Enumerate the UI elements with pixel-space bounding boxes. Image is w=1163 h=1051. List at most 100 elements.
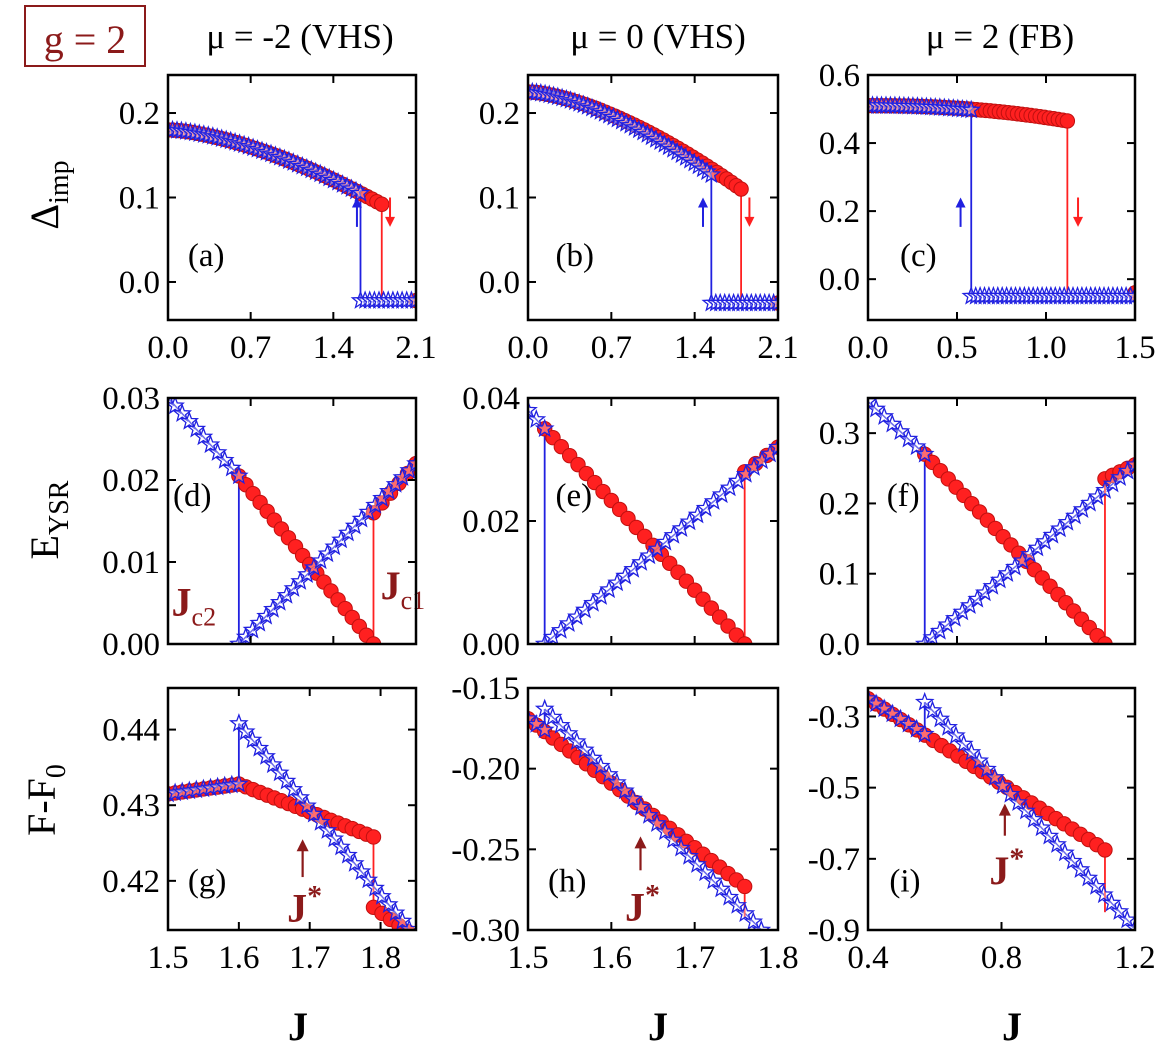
column-title-mu-neg2: μ = -2 (VHS) bbox=[206, 17, 393, 56]
arrow-down-head bbox=[744, 216, 755, 227]
xtick-label: 1.4 bbox=[313, 330, 354, 366]
star-marker bbox=[1080, 492, 1100, 512]
star-marker bbox=[695, 862, 715, 882]
star-marker bbox=[639, 545, 660, 565]
star-marker bbox=[868, 688, 878, 708]
ytick-label: 0.00 bbox=[462, 627, 520, 663]
ytick-label: 0.1 bbox=[819, 557, 860, 593]
star-marker bbox=[882, 413, 903, 433]
xtick-label: 0.0 bbox=[507, 330, 548, 366]
star-marker bbox=[890, 708, 911, 728]
ytick-label: -0.7 bbox=[808, 842, 860, 878]
star-marker bbox=[207, 776, 228, 796]
star-marker bbox=[599, 764, 619, 783]
plot-area-a bbox=[168, 119, 416, 309]
star-marker bbox=[229, 465, 249, 485]
star-marker bbox=[760, 443, 778, 463]
ylabel-f-f0: F-F0 bbox=[19, 764, 72, 836]
star-marker bbox=[542, 626, 563, 644]
star-marker bbox=[953, 733, 974, 753]
panel-f: 0.00.10.20.3(f) bbox=[819, 396, 1137, 663]
ylabel-eysr-main: E bbox=[22, 535, 67, 559]
plot-area-d bbox=[168, 398, 416, 644]
ytick-label: 0.2 bbox=[819, 194, 860, 230]
star-marker bbox=[727, 895, 748, 914]
panel-e: 0.000.020.04(e) bbox=[462, 381, 780, 663]
star-marker bbox=[615, 780, 635, 800]
star-marker bbox=[752, 450, 772, 470]
circle-marker bbox=[1059, 113, 1076, 129]
star-marker bbox=[200, 434, 221, 454]
arrow-up-head bbox=[955, 197, 966, 208]
arrow-down-head bbox=[385, 216, 396, 227]
star-marker bbox=[172, 403, 193, 422]
ytick-label: 0.1 bbox=[119, 181, 160, 217]
star-marker bbox=[914, 633, 935, 644]
plot-area-f bbox=[868, 398, 1135, 644]
star-marker bbox=[200, 777, 221, 797]
star-marker bbox=[406, 290, 416, 309]
panel-label-h: (h) bbox=[548, 863, 586, 899]
jstar-sup: * bbox=[645, 879, 660, 912]
star-marker bbox=[655, 531, 676, 551]
ytick-label: -0.15 bbox=[451, 671, 520, 707]
star-marker bbox=[290, 787, 311, 806]
svg-text:Δimp: Δimp bbox=[22, 160, 75, 229]
star-marker bbox=[365, 877, 385, 897]
jstar-arrow-head bbox=[634, 836, 647, 849]
axes-frame-e bbox=[526, 396, 780, 646]
circle-marker bbox=[365, 829, 382, 845]
star-marker bbox=[997, 563, 1018, 582]
star-marker bbox=[1035, 531, 1055, 550]
star-marker bbox=[235, 721, 256, 741]
star-marker bbox=[982, 576, 1003, 595]
xlabel-col1: J bbox=[288, 1004, 308, 1049]
star-marker bbox=[1016, 800, 1036, 820]
star-marker bbox=[1039, 825, 1060, 845]
jstar-sup: * bbox=[1009, 842, 1024, 875]
ytick-label: 0.0 bbox=[119, 265, 160, 301]
stars-line bbox=[924, 464, 1135, 644]
ytick-label: 0.1 bbox=[479, 181, 520, 217]
star-marker bbox=[952, 601, 973, 621]
jc-main: J bbox=[381, 563, 401, 608]
ytick-label: 0.01 bbox=[102, 545, 160, 581]
star-marker bbox=[1000, 783, 1021, 803]
jstar-sup: * bbox=[307, 880, 322, 913]
ytick-label: 0.2 bbox=[819, 486, 860, 522]
star-marker bbox=[228, 713, 249, 732]
ytick-label: 0.03 bbox=[102, 381, 160, 417]
jc-annotation: Jc2 bbox=[172, 579, 217, 631]
jstar-arrow-head bbox=[998, 803, 1011, 816]
star-marker bbox=[930, 708, 951, 728]
star-marker bbox=[566, 731, 587, 751]
star-marker bbox=[1086, 876, 1106, 895]
jstar-label: J* bbox=[989, 842, 1024, 893]
ytick-label: 0.00 bbox=[102, 627, 160, 663]
star-marker bbox=[969, 750, 990, 770]
ytick-label: 0.0 bbox=[479, 265, 520, 301]
star-marker bbox=[186, 418, 207, 438]
star-marker bbox=[701, 164, 722, 184]
circle-marker bbox=[374, 196, 390, 212]
star-marker bbox=[719, 477, 740, 497]
star-marker bbox=[984, 767, 1005, 786]
star-marker bbox=[221, 774, 242, 794]
star-marker bbox=[647, 538, 668, 558]
ytick-label: -0.3 bbox=[808, 699, 860, 735]
star-marker bbox=[303, 803, 324, 823]
star-marker bbox=[528, 399, 538, 419]
jstar-arrow-head bbox=[296, 839, 309, 852]
xtick-label: 0.0 bbox=[847, 330, 888, 366]
xtick-label: 1.7 bbox=[289, 940, 330, 976]
star-marker bbox=[695, 497, 716, 517]
star-marker bbox=[214, 775, 235, 795]
star-marker bbox=[898, 713, 919, 733]
star-marker bbox=[269, 762, 290, 782]
xtick-label: 1.8 bbox=[360, 940, 401, 976]
star-marker bbox=[1050, 518, 1070, 538]
star-marker bbox=[687, 854, 707, 873]
